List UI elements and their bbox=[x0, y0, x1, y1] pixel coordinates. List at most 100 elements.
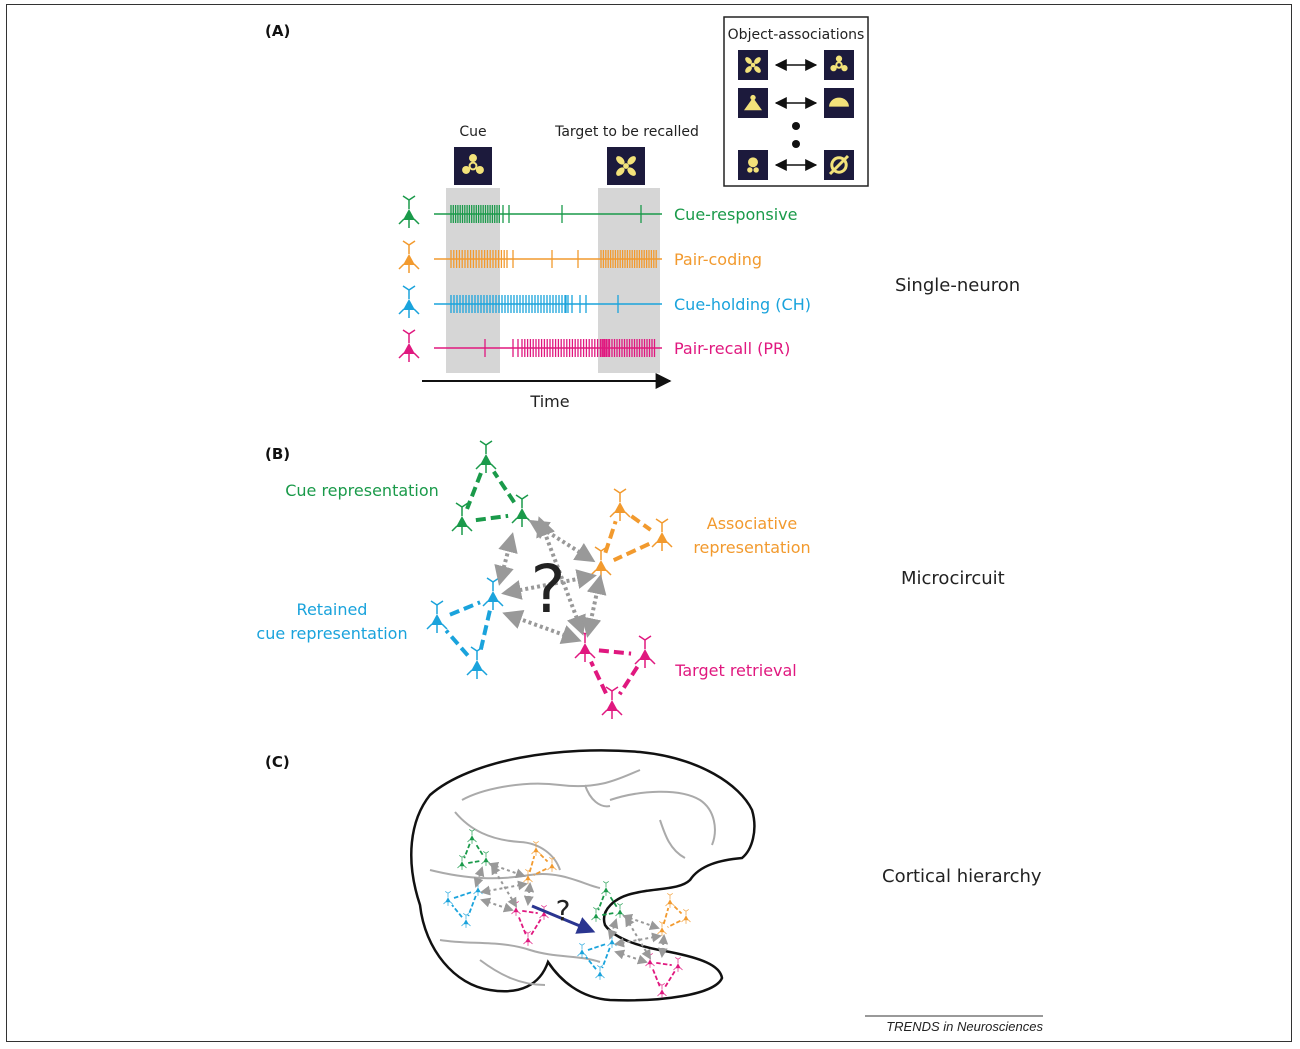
synapse-link bbox=[589, 660, 608, 695]
connection-arrow bbox=[488, 861, 526, 879]
associative-label-1: Associative bbox=[707, 514, 797, 533]
question-mark: ? bbox=[530, 551, 565, 628]
stimulus-icon bbox=[607, 147, 645, 185]
synapse-link bbox=[478, 610, 492, 653]
synapse-link bbox=[585, 956, 597, 970]
connection-arrow bbox=[502, 610, 582, 644]
synapse-link bbox=[465, 472, 483, 510]
neuron-icon bbox=[574, 629, 596, 662]
connection-arrow bbox=[657, 934, 669, 958]
raster-row: Pair-recall (PR) bbox=[398, 329, 790, 362]
synapse-link bbox=[667, 920, 681, 928]
neuron-icon bbox=[467, 829, 477, 844]
neuron-cluster bbox=[657, 893, 691, 936]
neuron-icon bbox=[398, 285, 420, 318]
synapse-link bbox=[656, 961, 672, 967]
neuron-cluster bbox=[577, 933, 617, 980]
hierarchy-question-mark: ? bbox=[556, 894, 571, 927]
neuron-icon bbox=[523, 931, 533, 946]
neuron-icon bbox=[511, 494, 533, 527]
stimulus-icon bbox=[824, 88, 854, 118]
target-retrieval-label: Target retrieval bbox=[674, 661, 797, 680]
stimulus-icon bbox=[824, 150, 854, 180]
neuron-cluster bbox=[645, 953, 683, 998]
neuron-icon bbox=[443, 891, 453, 906]
neuron-cluster bbox=[523, 841, 557, 884]
stimulus-icon bbox=[738, 88, 768, 118]
neuron-icon bbox=[577, 943, 587, 958]
stimulus-icon bbox=[738, 150, 768, 180]
neuron-cluster bbox=[451, 440, 533, 535]
neuron-icon bbox=[615, 903, 625, 918]
neuron-icon bbox=[481, 851, 491, 866]
neuron-icon bbox=[398, 329, 420, 362]
neuron-icon bbox=[657, 921, 667, 936]
synapse-link bbox=[444, 629, 470, 657]
synapse-link bbox=[630, 514, 652, 532]
neuron-cluster bbox=[511, 901, 549, 946]
neuron-icon bbox=[473, 881, 483, 896]
synapse-link bbox=[608, 894, 618, 908]
microcircuit-label: Microcircuit bbox=[901, 568, 1005, 589]
neuron-icon bbox=[601, 881, 611, 896]
target-label: Target to be recalled bbox=[554, 124, 699, 140]
neuron-icon bbox=[475, 440, 497, 473]
neuron-icon bbox=[398, 240, 420, 273]
connection-arrow bbox=[480, 897, 514, 913]
brain-outline bbox=[410, 749, 756, 1002]
time-label: Time bbox=[529, 392, 569, 411]
panel-b-label: (B) bbox=[265, 445, 290, 463]
raster-row-label: Cue-responsive bbox=[674, 205, 798, 224]
raster-row: Cue-holding (CH) bbox=[398, 285, 811, 318]
connection-arrow bbox=[622, 913, 660, 931]
connection-arrow bbox=[480, 880, 528, 896]
neuron-icon bbox=[590, 546, 612, 579]
raster-row: Pair-coding bbox=[398, 240, 762, 273]
neuron-icon bbox=[461, 913, 471, 928]
synapse-link bbox=[474, 842, 484, 856]
cortical-microcircuits bbox=[443, 829, 691, 998]
neuron-icon bbox=[601, 686, 623, 719]
neuron-icon bbox=[681, 909, 691, 924]
synapse-link bbox=[522, 909, 538, 915]
panel-c-label: (C) bbox=[265, 753, 290, 771]
object-associations-title: Object-associations bbox=[728, 27, 865, 43]
ellipsis-dot bbox=[792, 122, 800, 130]
synapse-link bbox=[451, 904, 463, 918]
connection-arrow bbox=[614, 949, 648, 965]
synapse-link bbox=[475, 513, 509, 523]
neuron-icon bbox=[451, 502, 473, 535]
neuron-icon bbox=[673, 957, 683, 972]
neuron-icon bbox=[651, 518, 673, 551]
synapse-link bbox=[492, 470, 516, 504]
neuron-icon bbox=[645, 953, 655, 968]
cortical-circuit bbox=[443, 829, 557, 946]
synapse-link bbox=[617, 665, 640, 696]
synapse-link bbox=[597, 895, 605, 911]
synapse-link bbox=[463, 843, 471, 859]
connection-arrow bbox=[494, 532, 518, 586]
raster-row: Cue-responsive bbox=[398, 195, 798, 228]
neuron-icon bbox=[511, 901, 521, 916]
synapse-link bbox=[449, 600, 481, 617]
association-pairs bbox=[738, 50, 854, 180]
synapse-link bbox=[467, 895, 477, 917]
neuron-icon bbox=[665, 893, 675, 908]
synapse-link bbox=[673, 905, 683, 915]
cortical-hierarchy-label: Cortical hierarchy bbox=[882, 866, 1042, 887]
neuron-cluster bbox=[574, 629, 656, 719]
stimulus-icon bbox=[738, 50, 768, 80]
connection-arrow bbox=[523, 882, 535, 906]
connection-arrow bbox=[581, 574, 607, 638]
synapse-link bbox=[468, 860, 480, 864]
retained-label-2: cue representation bbox=[256, 624, 407, 643]
synapse-link bbox=[517, 915, 527, 935]
associative-label-2: representation bbox=[693, 538, 810, 557]
connection-arrow bbox=[536, 516, 586, 636]
synapse-link bbox=[539, 853, 549, 863]
neuron-icon bbox=[466, 646, 488, 679]
neuron-cluster bbox=[443, 881, 483, 928]
synapse-link bbox=[601, 947, 611, 969]
